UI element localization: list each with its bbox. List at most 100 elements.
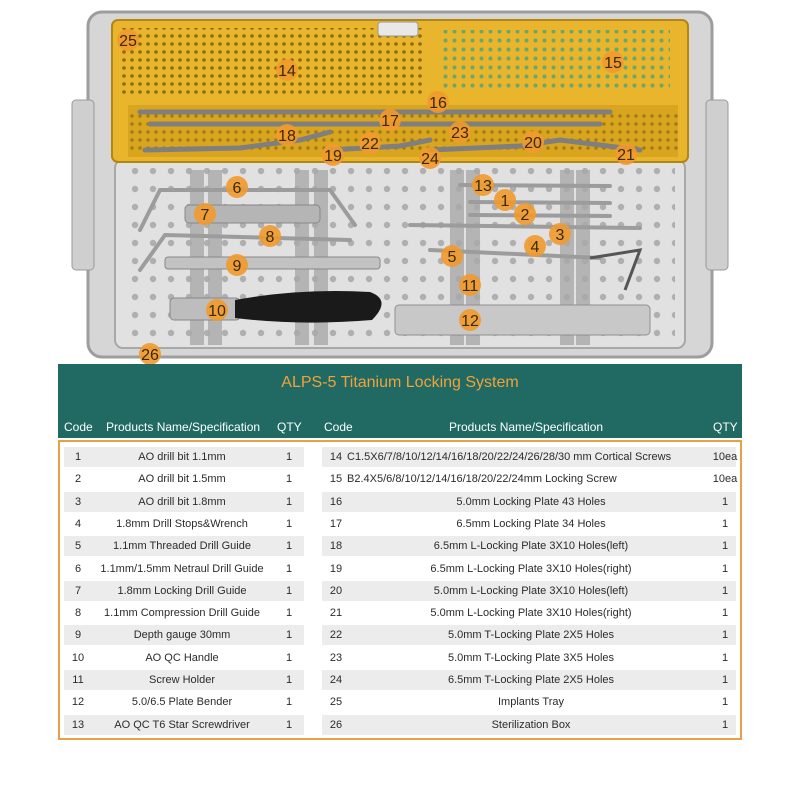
- qty-cell: 1: [285, 540, 293, 553]
- name-cell: C1.5X6/7/8/10/12/14/16/18/20/22/24/26/28…: [347, 451, 672, 463]
- callout-number: 18: [278, 128, 296, 145]
- callout-number: 11: [462, 278, 479, 295]
- header-name-right: Products Name/Specification: [449, 420, 604, 434]
- code-cell: 15: [329, 473, 343, 486]
- code-cell: 6: [74, 562, 82, 575]
- name-cell: 6.5mm Locking Plate 34 Holes: [456, 517, 606, 530]
- callout-marker: [449, 121, 471, 143]
- row-shade: [64, 714, 304, 735]
- callout-marker: [117, 29, 139, 51]
- code-cell: 12: [71, 696, 85, 709]
- qty-cell: 1: [285, 517, 293, 530]
- name-cell: Sterilization Box: [491, 718, 571, 731]
- callout-marker: [276, 59, 298, 81]
- code-cell: 8: [74, 607, 82, 620]
- code-cell: 13: [71, 718, 85, 731]
- name-cell: 1.1mm/1.5mm Netraul Drill Guide: [100, 562, 264, 575]
- row-shade: [64, 447, 304, 467]
- callout-number: 9: [233, 258, 242, 275]
- row-shade: [322, 536, 736, 557]
- callout-marker: [459, 274, 481, 296]
- callout-number: 1: [501, 193, 510, 210]
- callout-marker: [226, 176, 248, 198]
- row-shade: [322, 670, 736, 690]
- code-cell: 26: [329, 718, 343, 731]
- code-cell: 21: [329, 607, 343, 620]
- callout-marker: [322, 144, 344, 166]
- code-cell: 5: [74, 540, 82, 553]
- callout-number: 6: [233, 180, 242, 197]
- code-cell: 19: [329, 562, 343, 575]
- qty-cell: 1: [721, 718, 729, 731]
- callout-number: 16: [429, 95, 447, 112]
- callout-number: 2: [521, 207, 530, 224]
- name-cell: Implants Tray: [497, 696, 565, 709]
- qty-cell: 1: [285, 473, 293, 486]
- qty-cell: 1: [721, 696, 729, 709]
- callout-number: 8: [266, 229, 275, 246]
- qty-cell: 1: [721, 495, 729, 508]
- qty-cell: 1: [721, 651, 729, 664]
- qty-cell: 1: [721, 629, 729, 642]
- qty-cell: 1: [721, 584, 729, 597]
- callout-marker: [549, 223, 571, 245]
- code-cell: 4: [74, 517, 82, 530]
- name-cell: 6.5mm L-Locking Plate 3X10 Holes(left): [433, 540, 629, 553]
- qty-cell: 1: [285, 651, 293, 664]
- callout-marker: [472, 174, 494, 196]
- callout-marker: [459, 309, 481, 331]
- qty-cell: 1: [721, 517, 729, 530]
- header-name-left: Products Name/Specification: [106, 420, 261, 434]
- code-cell: 18: [329, 540, 343, 553]
- callout-number: 12: [461, 313, 479, 330]
- row-shade: [322, 580, 736, 601]
- row-shade: [322, 714, 736, 735]
- qty-cell: 1: [721, 540, 729, 553]
- qty-cell: 1: [285, 495, 293, 508]
- header-code-left: Code: [64, 420, 93, 434]
- callout-marker: [514, 203, 536, 225]
- callout-marker: [602, 51, 624, 73]
- header-qty-left: QTY: [277, 420, 302, 434]
- row-shade: [64, 491, 304, 512]
- name-cell: 1.1mm Threaded Drill Guide: [113, 540, 251, 553]
- callout-marker: [522, 131, 544, 153]
- qty-cell: 1: [285, 718, 293, 731]
- code-cell: 9: [74, 629, 82, 642]
- callout-number: 22: [361, 136, 379, 153]
- callout-marker: [524, 235, 546, 257]
- callout-marker: [206, 299, 228, 321]
- callout-marker: [419, 147, 441, 169]
- row-shade: [64, 580, 304, 601]
- callout-marker: [494, 189, 516, 211]
- header-qty-right: QTY: [713, 420, 738, 434]
- callout-number: 20: [524, 135, 542, 152]
- row-shade: [64, 670, 304, 690]
- callout-number: 14: [278, 63, 296, 80]
- product-table: [58, 440, 742, 740]
- name-cell: 5.0mm Locking Plate 43 Holes: [456, 495, 606, 508]
- qty-cell: 1: [285, 674, 293, 686]
- code-cell: 17: [329, 517, 343, 530]
- code-cell: 23: [329, 651, 343, 664]
- code-cell: 11: [72, 674, 84, 686]
- qty-cell: 1: [285, 696, 293, 709]
- callout-number: 25: [119, 33, 137, 50]
- table-banner: ALPS-5 Titanium Locking System: [58, 364, 742, 438]
- callout-marker: [139, 343, 161, 365]
- qty-cell: 1: [285, 607, 293, 620]
- code-cell: 24: [329, 674, 343, 686]
- callout-marker: [259, 225, 281, 247]
- qc-handle-shape: [235, 291, 382, 323]
- code-cell: 3: [74, 495, 82, 508]
- callout-number: 7: [201, 207, 210, 224]
- table-title: ALPS-5 Titanium Locking System: [281, 374, 519, 391]
- name-cell: AO QC Handle: [145, 651, 219, 664]
- row-shade: [64, 625, 304, 646]
- name-cell: 5.0mm T-Locking Plate 2X5 Holes: [447, 629, 615, 642]
- code-cell: 14: [329, 451, 343, 463]
- name-cell: B2.4X5/6/8/10/12/14/16/18/20/22/24mm Loc…: [347, 473, 617, 486]
- callout-number: 17: [381, 113, 399, 130]
- qty-cell: 1: [721, 674, 729, 686]
